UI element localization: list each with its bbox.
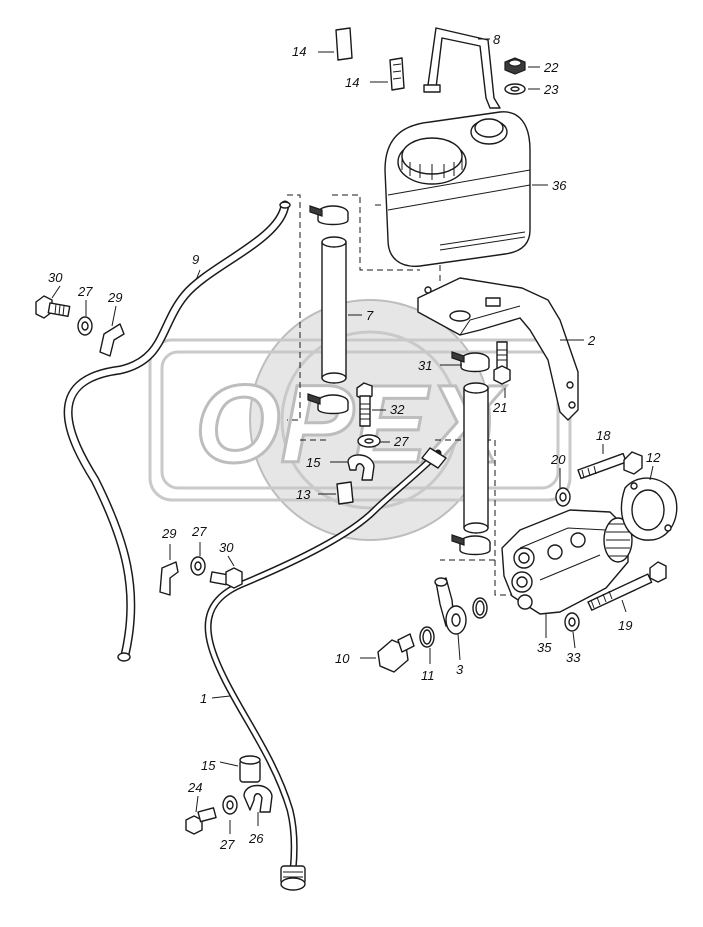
- watermark: OPEX: [148, 299, 572, 541]
- strap-8: [423, 27, 501, 109]
- label-27-left: 27: [191, 524, 207, 539]
- label-14-upper: 14: [292, 44, 306, 59]
- label-23: 23: [543, 82, 559, 97]
- bolt-32: [356, 382, 373, 427]
- washer-20: [555, 487, 571, 507]
- label-36: 36: [552, 178, 567, 193]
- callout-labels: 14 14 8 22 23 36 9 30 27 29 7 2 31 32 21…: [48, 32, 661, 852]
- label-27-lower: 27: [219, 837, 235, 852]
- reservoir-36: [384, 111, 531, 267]
- bracket-2: [417, 277, 579, 421]
- plug-10: [377, 633, 415, 673]
- pipe-1-fitting-bottom: [280, 865, 306, 891]
- label-12: 12: [646, 450, 661, 465]
- label-29-upper: 29: [107, 290, 122, 305]
- washer-27-left: [190, 556, 206, 576]
- label-7: 7: [366, 308, 374, 323]
- bracket-13: [336, 481, 354, 505]
- label-19: 19: [618, 618, 632, 633]
- label-26: 26: [248, 831, 264, 846]
- bolt-18: [577, 451, 643, 480]
- label-20: 20: [550, 452, 566, 467]
- label-15-lower: 15: [201, 758, 216, 773]
- clip-29-lower: [159, 561, 179, 596]
- label-32: 32: [390, 402, 405, 417]
- label-1: 1: [200, 691, 207, 706]
- washer-33: [564, 612, 580, 632]
- label-30-lower: 30: [219, 540, 234, 555]
- bracket-14-upper: [335, 27, 353, 61]
- banjo-fitting-3: [434, 577, 467, 635]
- pipe-1-fitting-top: [421, 447, 447, 469]
- gasket-12: [620, 477, 678, 541]
- label-27-upper: 27: [77, 284, 93, 299]
- clip-29-upper: [99, 323, 125, 357]
- label-33: 33: [566, 650, 581, 665]
- clip-15-middle: [347, 454, 375, 481]
- clamp-31: [451, 351, 490, 373]
- label-35: 35: [537, 640, 552, 655]
- label-22: 22: [543, 60, 559, 75]
- bracket-14-lower: [389, 57, 405, 91]
- pipe-1: [204, 447, 447, 891]
- washer-27-center: [357, 434, 381, 448]
- washer-23: [504, 83, 526, 95]
- label-27-center: 27: [393, 434, 409, 449]
- label-3: 3: [456, 662, 464, 677]
- label-13: 13: [296, 487, 311, 502]
- tube-7: [321, 236, 347, 384]
- label-9: 9: [192, 252, 199, 267]
- label-24: 24: [187, 780, 202, 795]
- seal-ring-11: [419, 626, 435, 648]
- reservoir-cap: [397, 137, 467, 185]
- clamp-lower: [451, 534, 491, 556]
- tube-right: [463, 382, 489, 534]
- watermark-frame-inner: [160, 350, 560, 490]
- bolt-30-lower: [209, 567, 243, 589]
- label-29-lower: 29: [161, 526, 176, 541]
- bolt-21: [493, 341, 511, 385]
- bolt-24: [185, 807, 217, 835]
- label-18: 18: [596, 428, 611, 443]
- washer-27-lower: [222, 795, 238, 815]
- clamp-middle-left: [307, 393, 349, 415]
- pump-35: [501, 509, 633, 615]
- washer-27-upper: [77, 316, 93, 336]
- label-11: 11: [421, 668, 435, 683]
- nut-22: [504, 57, 526, 75]
- label-30-upper: 30: [48, 270, 63, 285]
- seal-ring-upper: [472, 597, 488, 619]
- clip-26: [243, 784, 273, 813]
- hose-9: [63, 200, 291, 662]
- leader-lines: [51, 38, 654, 834]
- bolt-19: [587, 561, 667, 611]
- pump-spline: [603, 517, 633, 563]
- clip-15-lower: [239, 755, 261, 783]
- label-21: 21: [492, 400, 507, 415]
- watermark-frame-outer: [148, 338, 572, 502]
- label-14-lower: 14: [345, 75, 359, 90]
- reservoir-small-cap: [470, 118, 508, 145]
- label-15-middle: 15: [306, 455, 321, 470]
- label-31: 31: [418, 358, 432, 373]
- clamp-top-left: [309, 205, 349, 226]
- label-2: 2: [587, 333, 596, 348]
- bolt-30-upper: [35, 295, 71, 319]
- label-10: 10: [335, 651, 350, 666]
- label-8: 8: [493, 32, 501, 47]
